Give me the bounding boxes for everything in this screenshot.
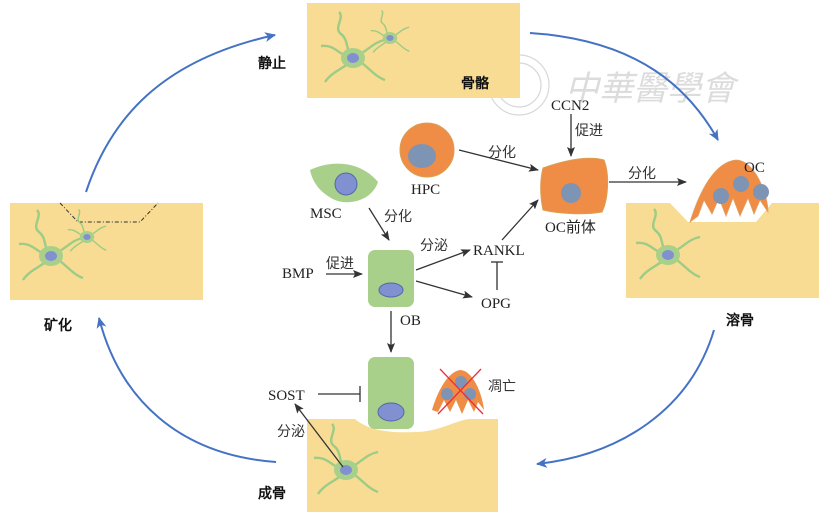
arrow-msc-to-ob [368, 207, 390, 241]
cell-ob-formation [368, 357, 414, 429]
label-apoptosis: 凋亡 [488, 379, 516, 395]
edge-label-ccn2-promote: 促进 [575, 123, 603, 139]
stage-label-resorption: 溶骨 [726, 312, 754, 329]
cross-icon [439, 368, 484, 415]
osteoclast-icon [689, 159, 769, 224]
hpc-nucleus-icon [408, 144, 436, 168]
msc-nucleus-icon [334, 172, 358, 196]
cell-msc: MSC [310, 163, 378, 222]
oc-nucleus-icon [464, 388, 476, 400]
bone-block-with-pit [307, 419, 498, 512]
bone-formation [307, 419, 498, 512]
stage-label-quiescence: 静止 [258, 55, 286, 72]
arrow-hpc-to-precursor [458, 149, 539, 172]
oc-nucleus-icon [441, 388, 453, 400]
pathway-arrows [294, 114, 687, 468]
edge-label-msc-differentiation: 分化 [384, 209, 412, 225]
cell-oc-precursor: OC前体 [540, 157, 609, 236]
watermark: 中華醫學會 [488, 54, 740, 116]
oc-precursor-nucleus-icon [561, 183, 581, 203]
molecule-bmp: BMP [282, 266, 314, 282]
watermark-text: 中華醫學會 [565, 69, 740, 109]
stage-label-formation: 成骨 [258, 485, 286, 502]
remodeling-cycle-arrows [85, 32, 719, 468]
cell-apoptotic-oc: 凋亡 [432, 368, 516, 415]
bone-resorption: OC [626, 159, 819, 298]
oc-nucleus-icon [733, 176, 749, 192]
edge-label-hpc-differentiation: 分化 [488, 145, 516, 161]
bone-label: 骨骼 [461, 75, 490, 92]
arrow-osteocyte-to-sost [294, 403, 344, 468]
cycle-arrow-quiescence-to-resorption [529, 32, 719, 141]
cross-icon [437, 368, 482, 415]
oc-nucleus-icon [713, 188, 729, 204]
cell-label-hpc: HPC [411, 182, 440, 198]
cycle-arrow-formation-to-mineralization [96, 317, 277, 463]
filled-pit-outline [59, 202, 159, 223]
cycle-arrow-resorption-to-formation [536, 329, 715, 468]
bone-mineralization [10, 202, 203, 300]
molecule-ccn2: CCN2 [551, 98, 589, 114]
bone-block-with-pit [626, 203, 819, 298]
bone-block [307, 3, 520, 98]
arrow-rankl-to-precursor [501, 199, 539, 241]
edge-label-oc-differentiation: 分化 [628, 166, 656, 182]
molecule-opg: OPG [481, 296, 511, 312]
oc-nucleus-icon [455, 376, 467, 388]
stage-label-mineralization: 矿化 [44, 317, 72, 334]
ob-nucleus-icon [377, 402, 405, 422]
oc-nucleus-icon [753, 184, 769, 200]
edge-label-ob-secrete: 分泌 [420, 238, 448, 254]
cell-label-oc: OC [744, 160, 765, 176]
cell-hpc: HPC [399, 122, 455, 198]
molecule-rankl: RANKL [473, 243, 525, 259]
cell-label-ob: OB [400, 313, 421, 329]
molecule-sost: SOST [268, 388, 305, 404]
arrow-ob-to-opg [415, 280, 473, 299]
cell-label-oc-precursor: OC前体 [545, 219, 596, 236]
arrow-ob-to-rankl [415, 249, 471, 271]
ob-cell-icon [368, 250, 414, 307]
cell-label-msc: MSC [310, 206, 342, 222]
edge-label-bmp-promote: 促进 [326, 256, 354, 272]
apoptotic-osteoclast-icon [432, 370, 484, 414]
edge-label-osteocyte-secrete: 分泌 [277, 424, 305, 440]
ob-nucleus-icon [378, 282, 404, 298]
cycle-arrow-mineralization-to-quiescence [85, 32, 276, 193]
cell-ob: OB [368, 250, 421, 329]
bone-quiescence: 骨骼 [307, 3, 520, 98]
